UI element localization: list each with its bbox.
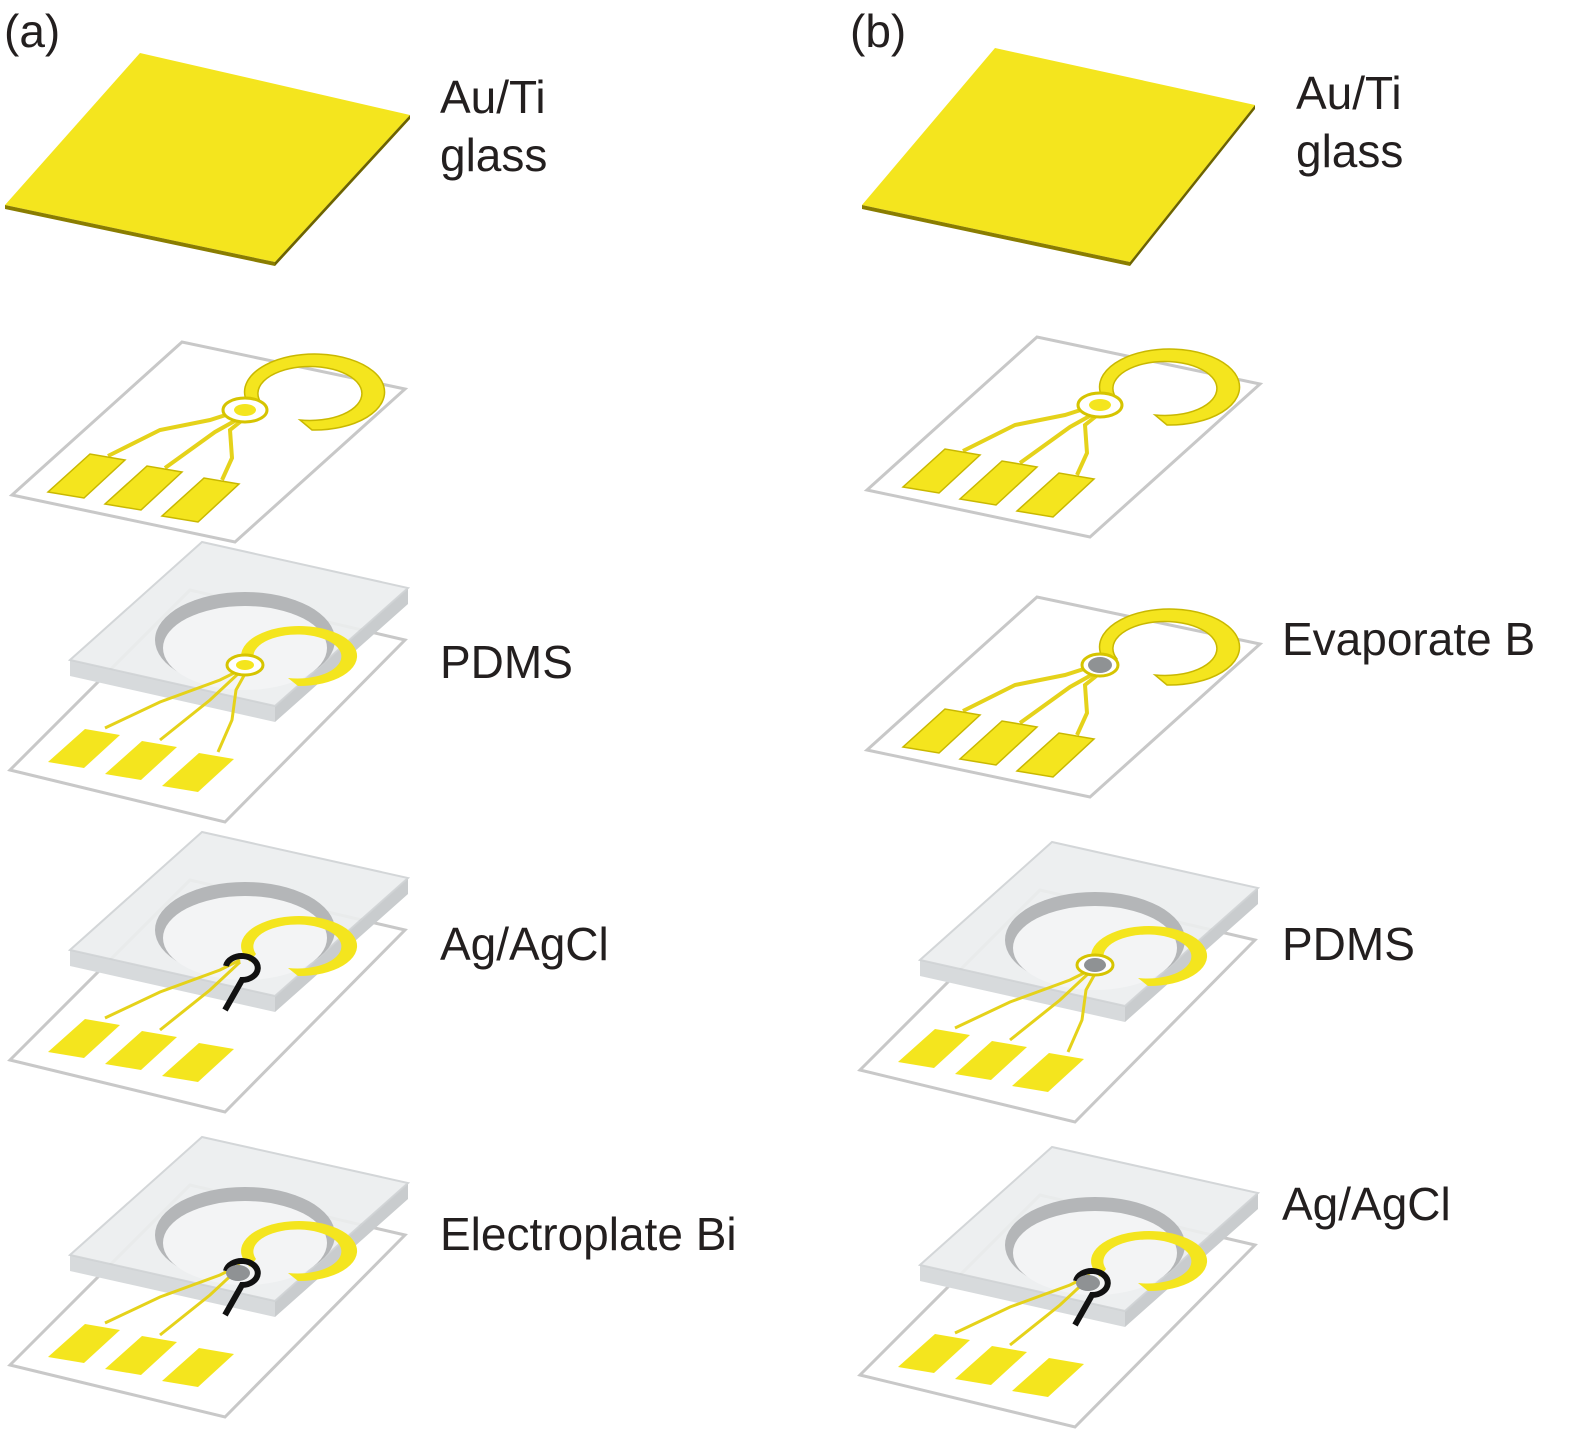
- evaporated-electrode-chip: [865, 595, 1262, 799]
- step-label-electroplate-bi: Electroplate Bi: [440, 1208, 737, 1260]
- step-label-pdms: PDMS: [1282, 918, 1415, 970]
- au-ti-glass-substrate: [862, 48, 1255, 266]
- pdms-chip: [7, 541, 409, 824]
- step-label-ag-agcl: Ag/AgCl: [1282, 1178, 1451, 1230]
- panel-a-diagrams: [5, 53, 410, 1419]
- panel-label-a: (a): [4, 5, 61, 57]
- au-ti-glass-substrate: [5, 53, 410, 266]
- step-label-au-ti-glass: Au/Ti glass: [440, 71, 548, 181]
- patterned-electrode-chip: [10, 340, 407, 544]
- agcl-chip: [7, 831, 409, 1114]
- step-label-pdms: PDMS: [440, 636, 573, 688]
- agcl-chip: [857, 1146, 1259, 1429]
- panel-b-diagrams: [857, 48, 1262, 1429]
- patterned-electrode-chip: [865, 335, 1262, 539]
- step-label-ag-agcl: Ag/AgCl: [440, 918, 609, 970]
- pdms-chip: [857, 841, 1259, 1124]
- step-label-au-ti-glass: Au/Ti glass: [1296, 67, 1404, 177]
- bi-electroplated-chip: [7, 1136, 409, 1419]
- panel-label-b: (b): [850, 5, 907, 57]
- step-label-evaporate-b: Evaporate B: [1282, 613, 1536, 665]
